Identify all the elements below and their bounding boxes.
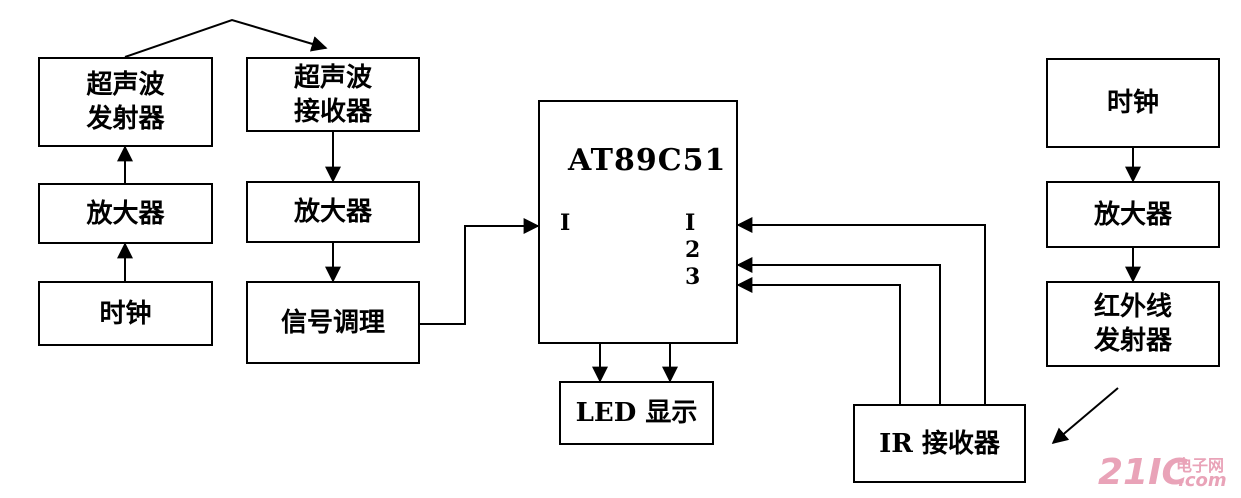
infrared-wave-arrow [1051,387,1119,445]
ir-transmitter-label: 红外线 发射器 [1093,292,1172,356]
arrow-conditioning-to-mcu [420,218,540,325]
watermark-sub: .com [1178,470,1227,491]
left-clock-box: 时钟 [38,281,213,346]
arrow-ir-to-pin1 [736,217,986,404]
ultrasonic-receiver-box: 超声波 接收器 [246,57,420,132]
arrow-ir-to-pin2 [736,257,941,404]
mcu-left-pin-label: I [560,210,571,236]
ir-receiver-box: IR 接收器 [853,404,1026,483]
mcu-title: AT89C51 [568,143,727,178]
left-clock-label: 时钟 [99,298,152,329]
led-display-box: LED 显示 [559,381,714,445]
mid-amplifier-label: 放大器 [293,197,372,227]
ir-transmitter-box: 红外线 发射器 [1046,281,1220,367]
ultrasonic-transmitter-label: 超声波 发射器 [86,70,165,134]
watermark-main: 21IC [1098,452,1188,493]
signal-conditioning-label: 信号调理 [280,307,385,338]
mcu-right-pin-1: I [685,210,696,236]
signal-conditioning-box: 信号调理 [246,281,420,364]
led-display-label: LED 显示 [575,398,698,428]
arrow-ir-to-pin3 [736,277,901,404]
right-clock-box: 时钟 [1046,58,1220,148]
ultrasonic-wave-arrow [124,18,328,58]
ultrasonic-transmitter-box: 超声波 发射器 [38,57,213,147]
right-amplifier-box: 放大器 [1046,181,1220,248]
mid-amplifier-box: 放大器 [246,181,420,243]
mcu-right-pin-2: 2 [685,237,701,263]
ir-receiver-label: IR 接收器 [879,428,1000,459]
watermark-logo: 21IC [1098,452,1188,493]
left-amplifier-box: 放大器 [38,183,213,244]
mcu-right-pin-3: 3 [685,264,701,290]
left-amplifier-label: 放大器 [86,198,165,229]
mcu-box [538,100,738,344]
right-amplifier-label: 放大器 [1093,199,1172,230]
watermark-cn: 电子网 [1176,456,1225,475]
right-clock-label: 时钟 [1106,88,1159,118]
ultrasonic-receiver-label: 超声波 接收器 [293,62,372,127]
